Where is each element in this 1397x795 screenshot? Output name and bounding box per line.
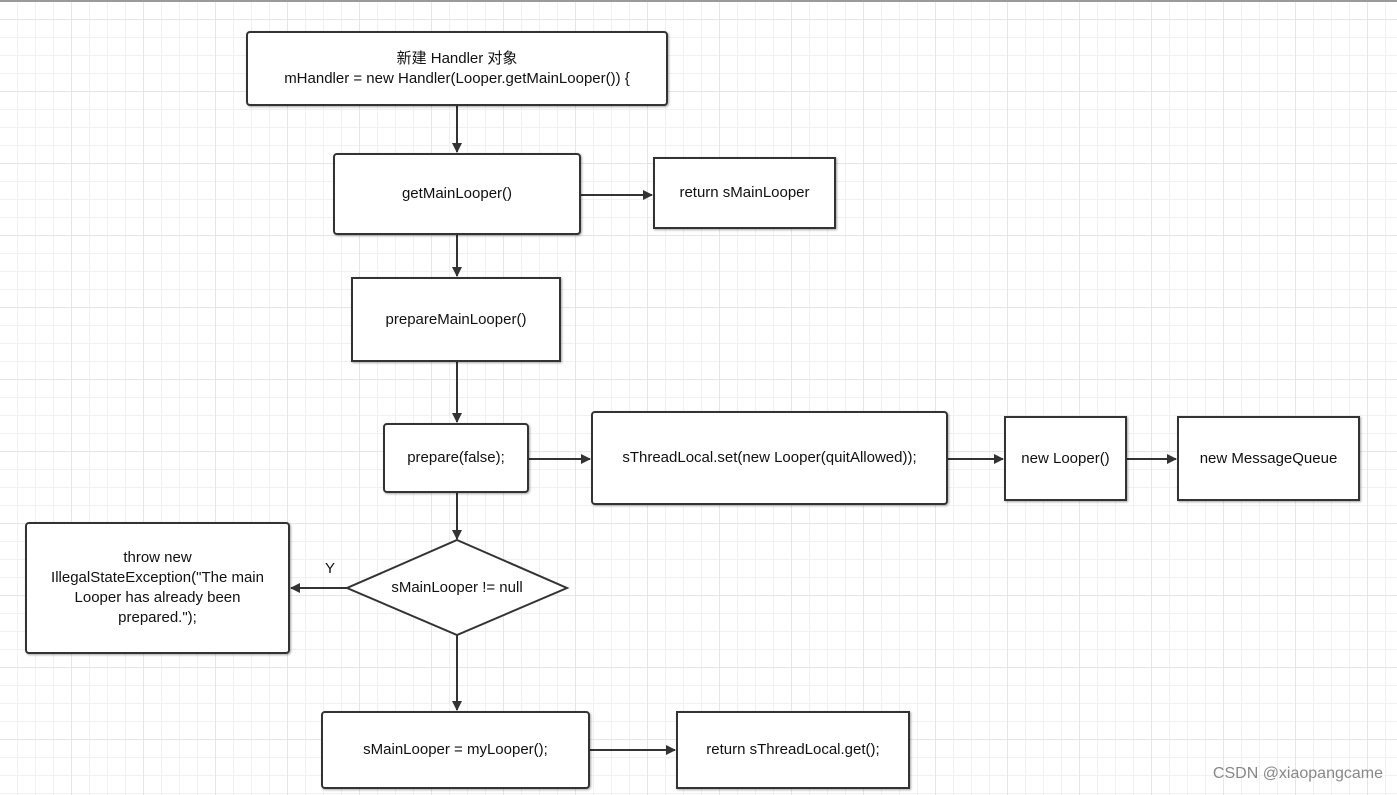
node-text: mHandler = new Handler(Looper.getMainLoo… [284,69,630,87]
node-get-main-looper: getMainLooper() [333,153,581,235]
node-return-thread-local-get: return sThreadLocal.get(); [676,711,910,789]
edge-label-yes: Y [325,560,336,577]
node-decision-text: sMainLooper != null [391,579,523,596]
node-text: 新建 Handler 对象 [396,49,518,67]
node-return-main-looper: return sMainLooper [653,157,836,229]
top-border [0,0,1397,2]
node-assign-my-looper: sMainLooper = myLooper(); [321,711,590,789]
decision-diamond [344,538,570,637]
node-new-handler: 新建 Handler 对象 mHandler = new Handler(Loo… [246,31,668,106]
node-prepare-main-looper: prepareMainLooper() [351,277,561,362]
node-thread-local-set: sThreadLocal.set(new Looper(quitAllowed)… [591,411,948,505]
node-new-message-queue: new MessageQueue [1177,416,1360,501]
watermark: CSDN @xiaopangcame [1212,765,1383,782]
node-new-looper: new Looper() [1004,416,1127,501]
node-throw-exception: throw new IllegalStateException("The mai… [25,522,290,654]
node-prepare: prepare(false); [383,423,529,493]
